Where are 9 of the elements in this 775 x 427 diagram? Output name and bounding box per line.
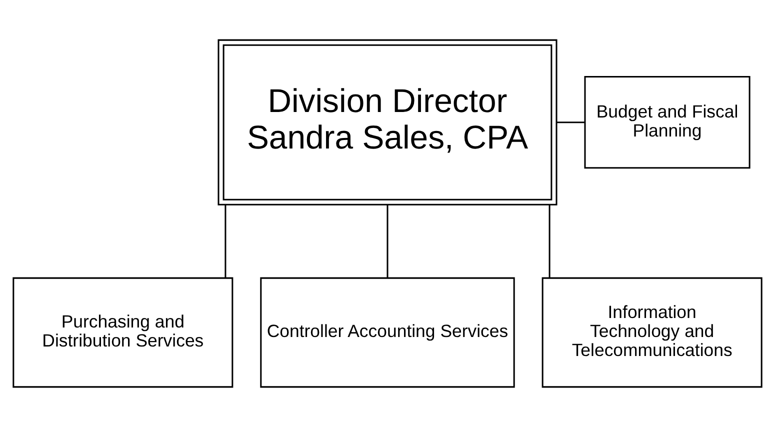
node-box: Purchasing and Distribution Services	[12, 277, 234, 388]
node-box: Controller Accounting Services	[260, 277, 515, 388]
node-box: Division Director Sandra Sales, CPA	[218, 39, 558, 206]
connector	[386, 204, 388, 278]
connector	[224, 204, 226, 278]
connector	[548, 204, 550, 278]
connector	[556, 122, 585, 124]
node-box: Information Technology and Telecommunications	[542, 277, 762, 388]
node-box: Budget and Fiscal Planning	[584, 76, 750, 169]
